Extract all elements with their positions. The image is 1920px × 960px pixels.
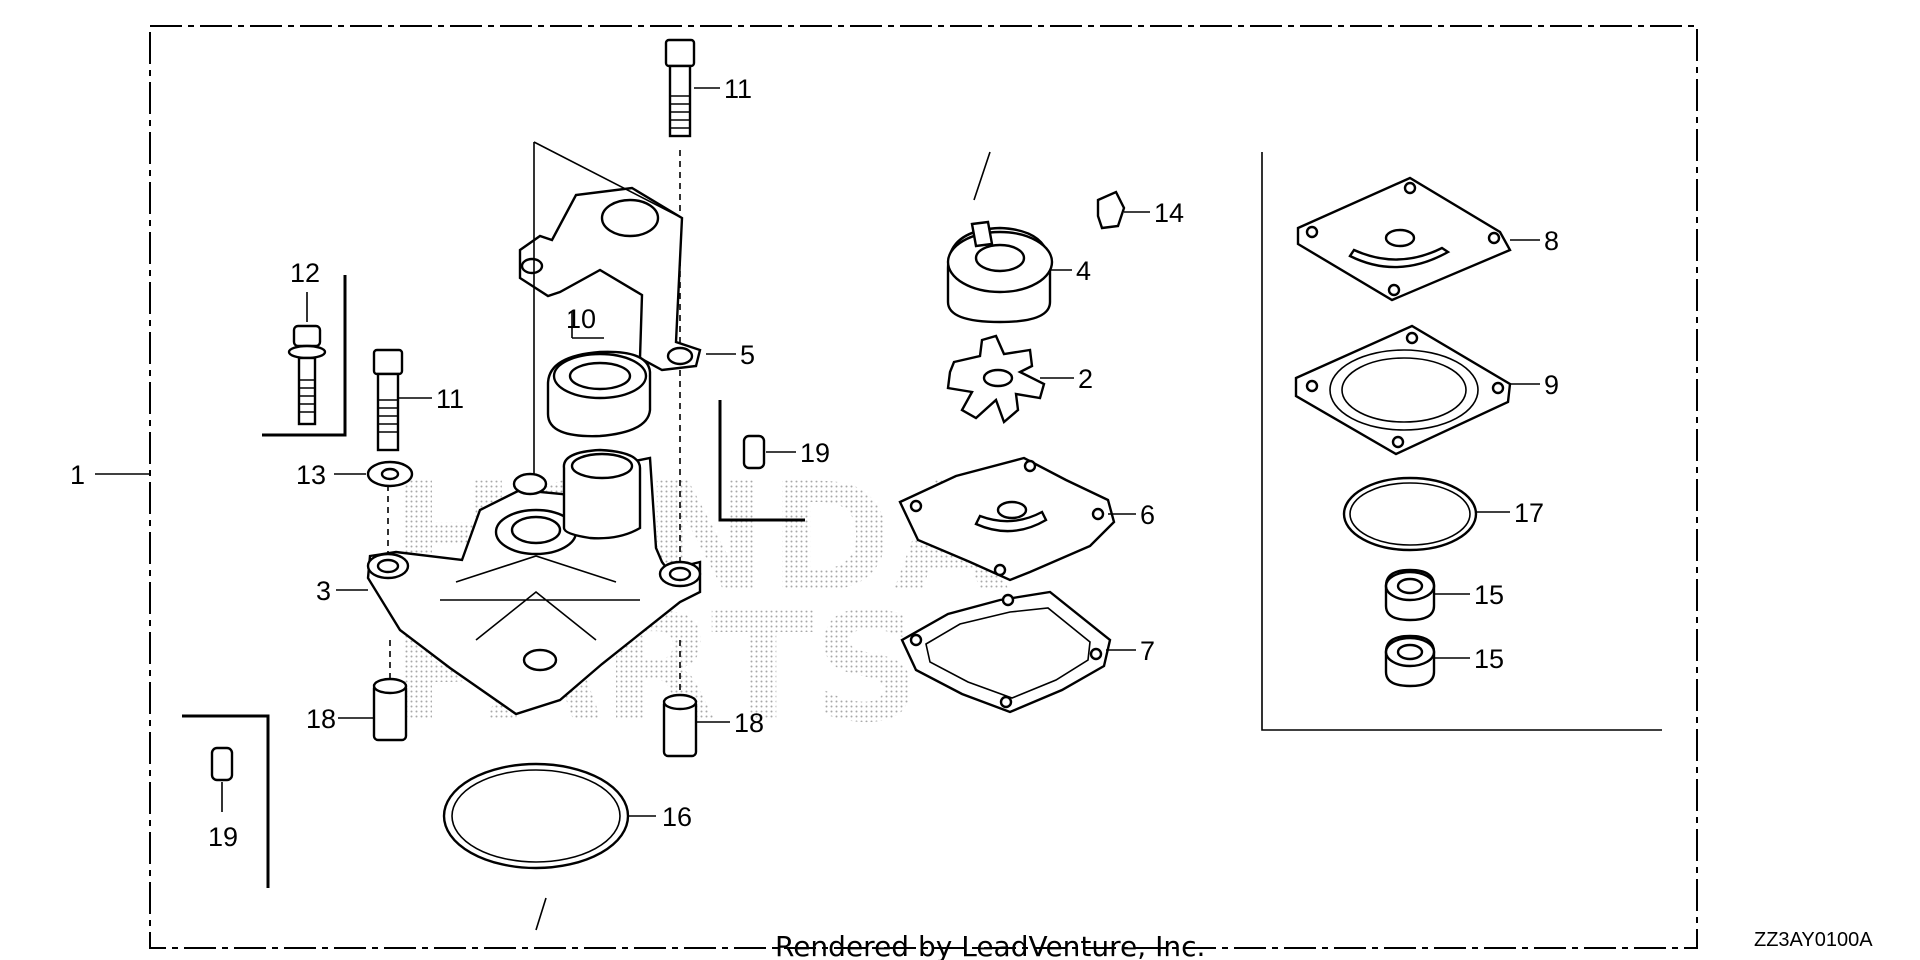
callout-15-lower: 15	[1474, 644, 1504, 674]
part-8-plate	[1296, 176, 1540, 302]
bracket-19-upper	[718, 400, 805, 522]
bracket-19-lower	[182, 714, 270, 888]
callout-18-left: 18	[306, 704, 336, 734]
part-11-bolt-left	[372, 348, 432, 560]
callout-17: 17	[1514, 498, 1544, 528]
part-9-gasket	[1294, 324, 1540, 456]
part-2-impeller	[946, 334, 1074, 425]
kit-frame	[149, 25, 1698, 949]
callout-14: 14	[1154, 198, 1184, 228]
part-14-key	[1096, 190, 1150, 230]
callout-9: 9	[1544, 370, 1559, 400]
diagram-code: ZZ3AY0100A	[1754, 929, 1873, 951]
part-12-flange-bolt	[287, 292, 327, 426]
part-13-washer	[334, 460, 414, 488]
part-19-pin-upper	[742, 434, 796, 470]
callout-6: 6	[1140, 500, 1155, 530]
callout-10: 10	[566, 304, 596, 334]
part-15-seal-upper	[1384, 568, 1470, 622]
part-5-bracket	[518, 141, 736, 500]
callout-labels: 1 2 3 4 5 6 7 8 9 10 11 11 12 13 14 15 1…	[70, 74, 1559, 852]
callout-12: 12	[290, 258, 320, 288]
callout-8: 8	[1544, 226, 1559, 256]
callout-2: 2	[1078, 364, 1093, 394]
part-10-grommet	[546, 312, 652, 438]
callout-4: 4	[1076, 256, 1091, 286]
callout-18-right: 18	[734, 708, 764, 738]
callout-13: 13	[296, 460, 326, 490]
callout-7: 7	[1140, 636, 1155, 666]
part-3-pump-housing	[336, 448, 702, 716]
callout-11-left: 11	[436, 384, 464, 414]
render-credit: Rendered by LeadVenture, Inc.	[775, 930, 1205, 960]
bracket-12	[262, 275, 347, 437]
part-4-liner	[946, 151, 1072, 324]
callout-19-lower: 19	[208, 822, 238, 852]
part-15-seal-lower	[1384, 634, 1470, 688]
part-7-gasket	[900, 590, 1136, 714]
callout-1: 1	[70, 460, 85, 490]
part-16-o-ring	[442, 762, 656, 931]
callout-5: 5	[740, 340, 755, 370]
part-18-dowel-left	[338, 640, 408, 742]
callout-19-upper: 19	[800, 438, 830, 468]
part-19-pin-lower	[210, 746, 234, 812]
part-17-o-ring	[1342, 476, 1510, 552]
callout-15-upper: 15	[1474, 580, 1504, 610]
callout-3: 3	[316, 576, 331, 606]
callout-16: 16	[662, 802, 692, 832]
subkit-bracket-right	[1261, 152, 1662, 731]
part-18-dowel-right	[662, 640, 730, 758]
part-6-plate	[898, 456, 1136, 582]
callout-11-top: 11	[724, 74, 752, 104]
